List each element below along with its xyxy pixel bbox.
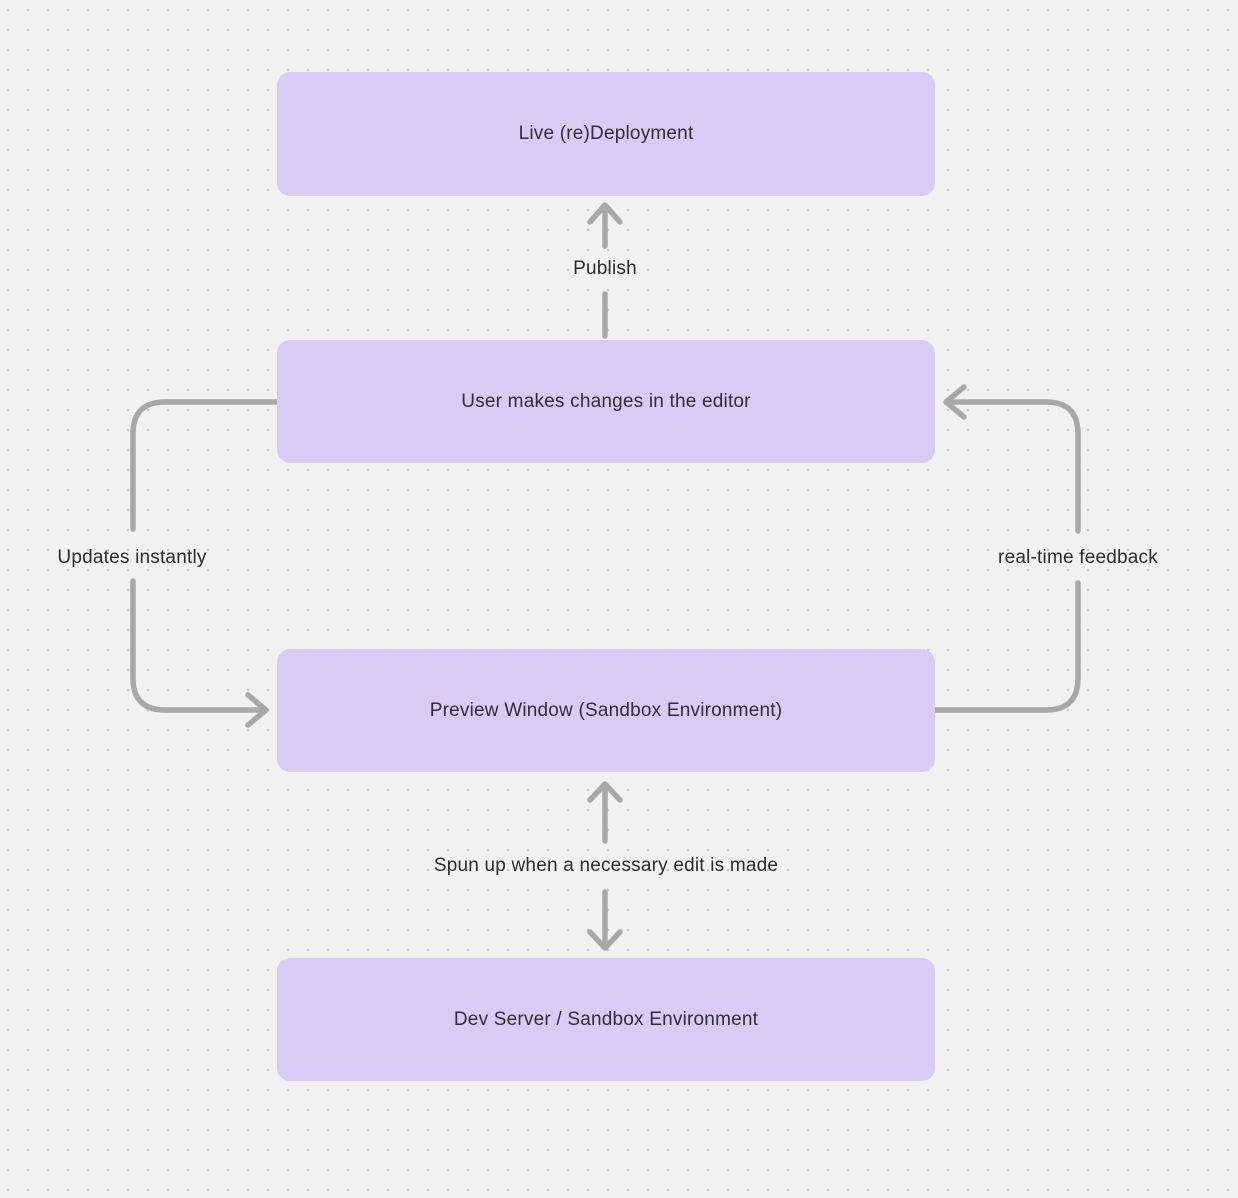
edge-label-realtime-feedback: real-time feedback — [998, 547, 1158, 568]
publish-arrowhead-up-icon — [587, 202, 623, 225]
feedback-arrow-segment-top — [945, 399, 1081, 534]
spunup-arrowhead-down-icon — [587, 929, 623, 951]
node-dev-server-label: Dev Server / Sandbox Environment — [453, 1008, 759, 1030]
edge-label-spun-up: Spun up when a necessary edit is made — [433, 855, 779, 876]
arrow-group — [130, 202, 1081, 951]
node-user-edits: User makes changes in the editor — [277, 340, 935, 463]
node-dev-server: Dev Server / Sandbox Environment — [277, 958, 935, 1081]
node-preview-window: Preview Window (Sandbox Environment) — [277, 649, 935, 772]
edge-label-updates-instantly: Updates instantly — [57, 547, 207, 568]
node-preview-window-label: Preview Window (Sandbox Environment) — [429, 699, 783, 721]
updates-arrow-segment-top — [130, 399, 280, 532]
updates-arrow-segment-bottom — [130, 578, 267, 713]
node-live-redeployment: Live (re)Deployment — [277, 72, 935, 196]
node-user-edits-label: User makes changes in the editor — [461, 390, 751, 412]
feedback-arrowhead-left-icon — [943, 384, 967, 420]
feedback-arrow-segment-bottom — [932, 580, 1081, 713]
edge-label-publish: Publish — [573, 258, 637, 279]
updates-arrowhead-right-icon — [245, 692, 269, 728]
spunup-arrowhead-up-icon — [587, 781, 623, 803]
node-live-redeployment-label: Live (re)Deployment — [518, 123, 694, 144]
